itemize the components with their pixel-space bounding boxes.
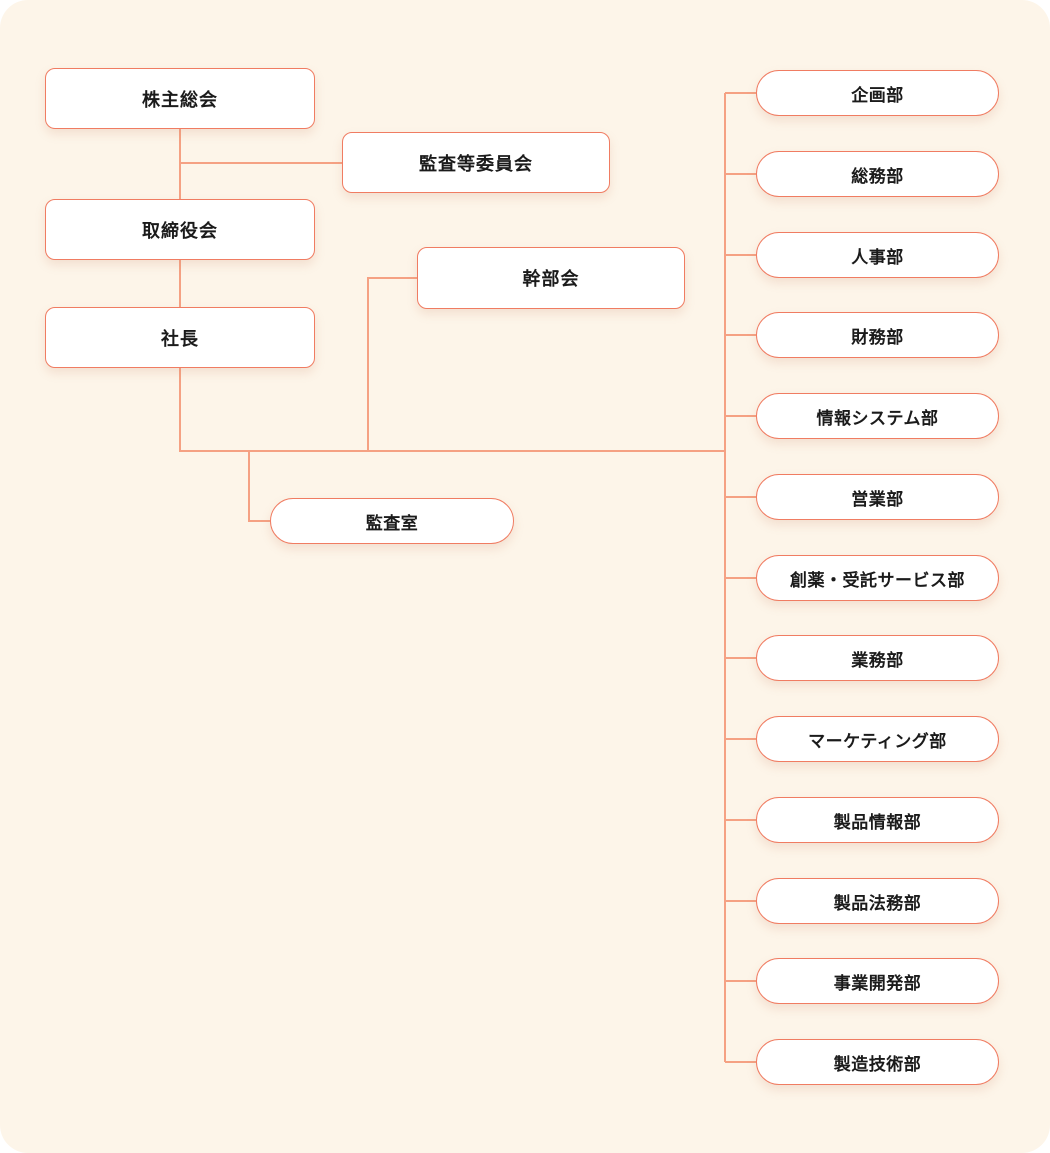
org-node-dept-general-affairs: 総務部: [756, 151, 999, 197]
org-node-dept-business-development: 事業開発部: [756, 958, 999, 1004]
org-node-dept-sales: 営業部: [756, 474, 999, 520]
org-node-audit-committee: 監査等委員会: [342, 132, 610, 193]
org-node-shareholders-meeting: 株主総会: [45, 68, 315, 129]
org-node-executive-committee: 幹部会: [417, 247, 685, 309]
org-node-dept-finance: 財務部: [756, 312, 999, 358]
org-node-dept-product-legal: 製品法務部: [756, 878, 999, 924]
org-node-audit-office: 監査室: [270, 498, 514, 544]
org-node-dept-drug-discovery-services: 創薬・受託サービス部: [756, 555, 999, 601]
org-node-president: 社長: [45, 307, 315, 368]
org-node-dept-information-systems: 情報システム部: [756, 393, 999, 439]
org-node-dept-operations: 業務部: [756, 635, 999, 681]
org-node-dept-planning: 企画部: [756, 70, 999, 116]
org-node-dept-manufacturing-technology: 製造技術部: [756, 1039, 999, 1085]
org-node-dept-marketing: マーケティング部: [756, 716, 999, 762]
org-node-dept-human-resources: 人事部: [756, 232, 999, 278]
org-node-board-of-directors: 取締役会: [45, 199, 315, 260]
org-node-dept-product-information: 製品情報部: [756, 797, 999, 843]
